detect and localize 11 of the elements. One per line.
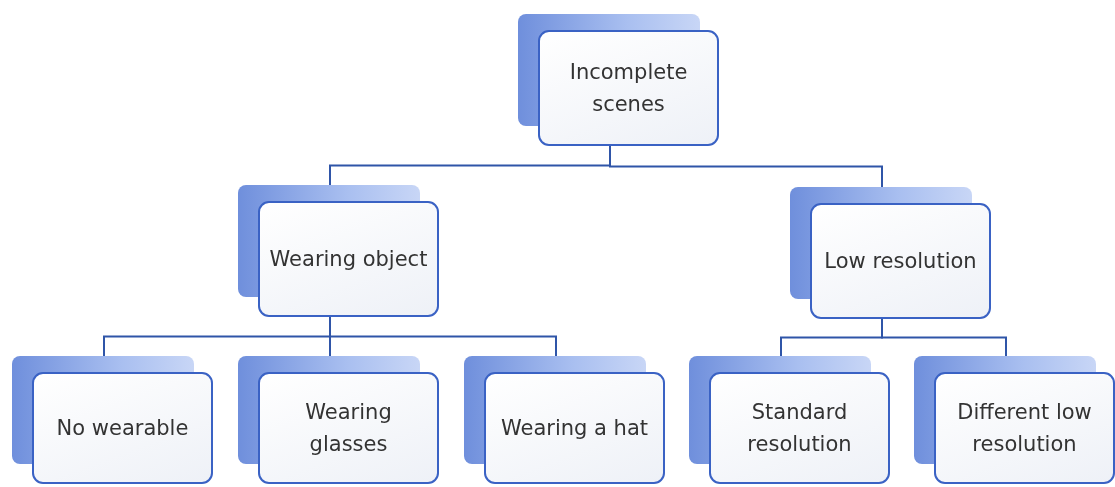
node-label: Standard resolution	[746, 399, 853, 458]
connector-line	[329, 316, 557, 357]
node-label: Wearing a hat	[500, 415, 649, 442]
node-label: Different low resolution	[956, 399, 1093, 458]
connector-line	[609, 145, 883, 188]
node-label: Incomplete scenes	[568, 59, 689, 118]
node-label: Low resolution	[824, 248, 977, 275]
connector-line	[881, 318, 1007, 357]
node-label: Wearing object	[269, 246, 428, 273]
node-label: No wearable	[56, 415, 189, 442]
node-label: Wearing glasses	[304, 399, 393, 458]
